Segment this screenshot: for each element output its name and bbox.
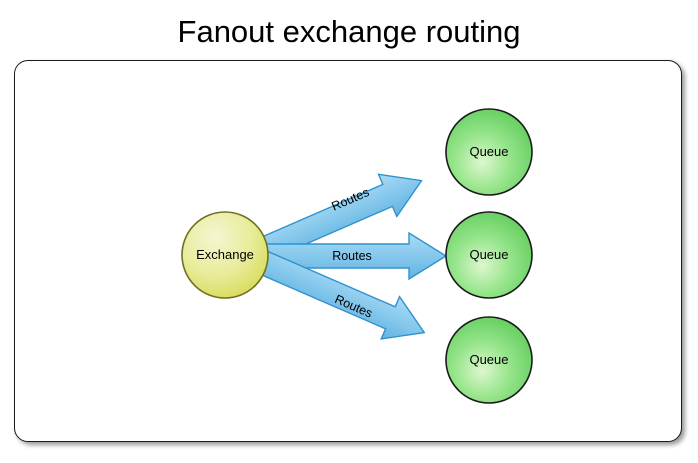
edge-label-middle: Routes xyxy=(332,249,372,263)
edge-routes-top: Routes xyxy=(256,173,423,262)
queue-label: Queue xyxy=(469,352,508,367)
queue-label: Queue xyxy=(469,144,508,159)
page-title: Fanout exchange routing xyxy=(177,14,521,49)
node-queue-middle[interactable]: Queue xyxy=(445,211,533,299)
arrow-shape-bottom xyxy=(256,250,426,340)
node-queue-bottom[interactable]: Queue xyxy=(445,316,533,404)
exchange-label: Exchange xyxy=(196,247,254,262)
node-exchange[interactable]: Exchange xyxy=(181,211,269,299)
queue-circle[interactable] xyxy=(445,316,533,404)
node-queue-top[interactable]: Queue xyxy=(445,108,533,196)
queue-label: Queue xyxy=(469,247,508,262)
queue-circle[interactable] xyxy=(445,108,533,196)
exchange-circle[interactable] xyxy=(181,211,269,299)
queue-circle[interactable] xyxy=(445,211,533,299)
